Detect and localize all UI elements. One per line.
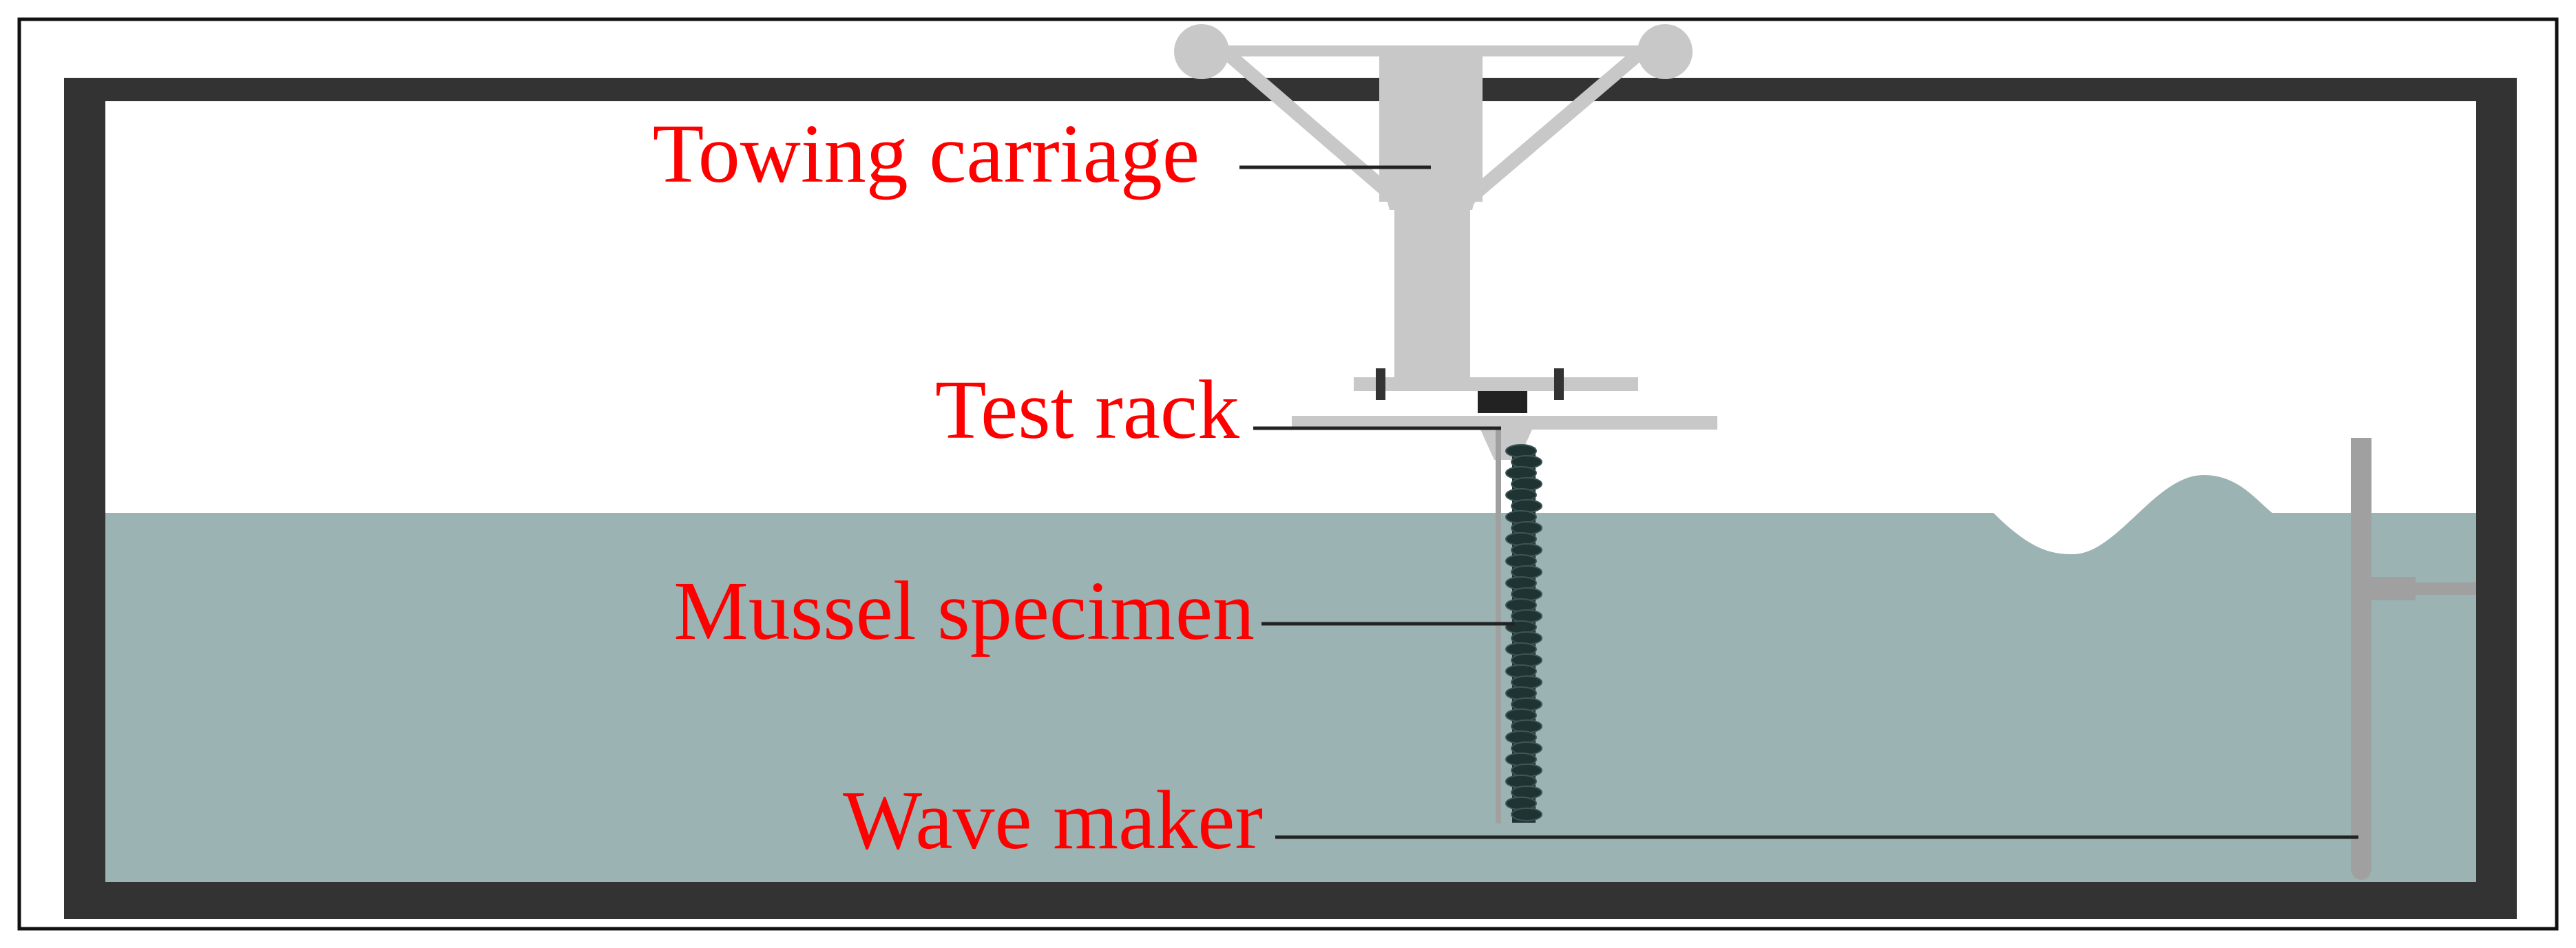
mussel-clump	[1511, 477, 1542, 491]
mussel-clump	[1505, 775, 1537, 788]
mussel-clump	[1505, 444, 1537, 458]
rack-bolt-right	[1554, 368, 1564, 400]
label-towing-carriage: Towing carriage	[653, 107, 1200, 200]
mussel-clump	[1505, 642, 1537, 656]
mussel-clump	[1511, 455, 1542, 469]
mussel-clump	[1505, 554, 1537, 568]
mussel-clump	[1505, 510, 1537, 524]
mussel-clump	[1505, 797, 1537, 810]
carriage-column-lower	[1394, 207, 1470, 379]
rack-bolt-left	[1376, 368, 1385, 400]
mussel-clump	[1511, 631, 1542, 645]
mussel-clump	[1505, 686, 1537, 700]
mussel-clump	[1511, 741, 1542, 755]
mussel-clump	[1511, 609, 1542, 623]
carriage-brace-right	[1455, 50, 1642, 212]
carriage-column-taper	[1379, 172, 1483, 210]
mussel-clump	[1511, 565, 1542, 579]
mussel-clump	[1511, 499, 1542, 513]
mussel-specimen	[1505, 444, 1542, 823]
rack-rod	[1496, 430, 1501, 823]
rack-lower-plate	[1292, 416, 1717, 430]
water	[105, 475, 2476, 882]
towing-carriage	[1174, 24, 1693, 379]
mussel-clump	[1511, 786, 1542, 799]
mussel-clump	[1505, 664, 1537, 678]
mussel-clumps	[1505, 444, 1542, 821]
mussel-clump	[1511, 521, 1542, 535]
mussel-clump	[1505, 488, 1537, 502]
mussel-clump	[1511, 808, 1542, 821]
mussel-clump	[1505, 730, 1537, 744]
label-wave-maker: Wave maker	[843, 774, 1263, 867]
mussel-clump	[1505, 752, 1537, 766]
mussel-clump	[1511, 543, 1542, 557]
mussel-clump	[1511, 653, 1542, 667]
wave-maker-pivot	[2352, 861, 2371, 880]
wave-maker-paddle	[2351, 438, 2371, 872]
wave-maker	[2351, 438, 2476, 880]
mussel-clump	[1505, 576, 1537, 590]
test-rack	[1292, 368, 1717, 823]
mussel-clump	[1511, 587, 1542, 601]
mussel-clump	[1505, 708, 1537, 722]
mussel-clump	[1511, 675, 1542, 689]
label-test-rack: Test rack	[935, 364, 1239, 456]
carriage-rail	[1202, 45, 1665, 56]
mussel-clump	[1505, 598, 1537, 612]
leader-lines	[1239, 165, 2358, 839]
carriage-brace-left	[1224, 50, 1410, 212]
mussel-clump	[1505, 466, 1537, 480]
wave-maker-joint	[2366, 577, 2416, 600]
mussel-clump	[1511, 763, 1542, 777]
mussel-clump	[1511, 719, 1542, 733]
mussel-clump	[1511, 697, 1542, 711]
rack-upper-plate	[1354, 377, 1638, 391]
rack-load-cell	[1478, 391, 1527, 413]
label-mussel-specimen: Mussel specimen	[673, 565, 1255, 657]
mussel-clump	[1505, 532, 1537, 546]
